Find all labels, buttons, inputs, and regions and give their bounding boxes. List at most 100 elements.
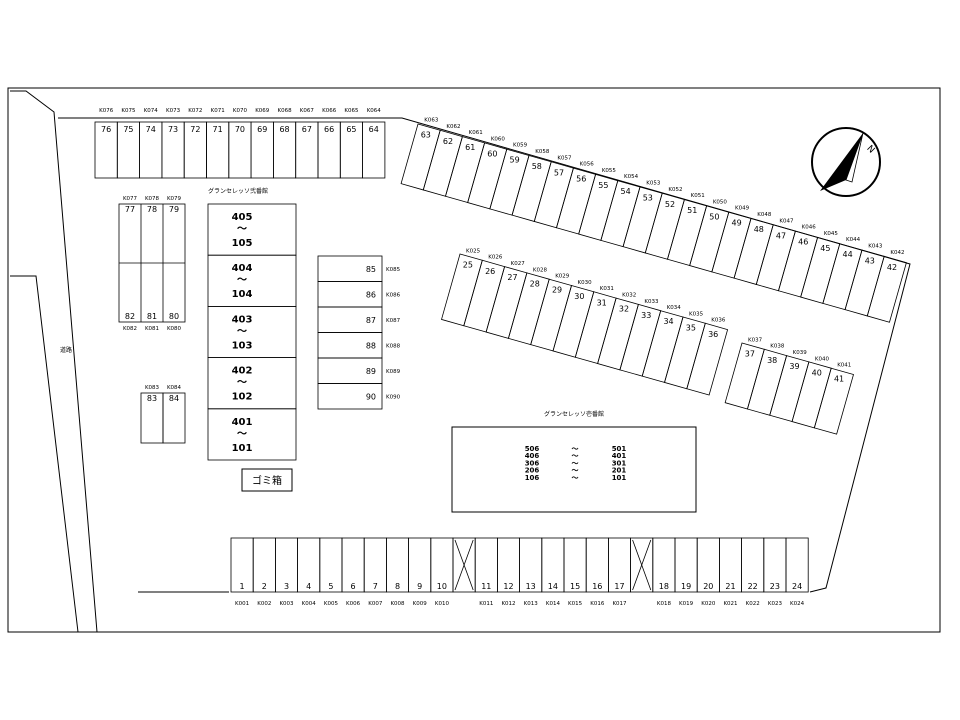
floor-left: 306 [525, 459, 540, 467]
floor-right: 201 [612, 467, 627, 475]
space-number: 67 [302, 125, 312, 134]
building-a-label: グランセレッソ弐番館 [208, 187, 268, 195]
space-number: 89 [366, 367, 376, 376]
space-code: K060 [491, 136, 506, 142]
floor-left: 406 [525, 452, 540, 460]
space-code: K047 [779, 218, 794, 224]
unit-top: 402 [232, 366, 253, 377]
space-code: K081 [145, 326, 159, 332]
space-code: K033 [644, 299, 659, 305]
unit-top: 404 [232, 263, 253, 274]
building-b-label: グランセレッソ壱番館 [544, 410, 604, 418]
space-code: K051 [691, 193, 705, 199]
space-code: K040 [815, 356, 830, 362]
space-number: 63 [421, 131, 431, 140]
space-number: 77 [125, 205, 135, 214]
space-number: 57 [554, 168, 564, 177]
space-code: K068 [277, 108, 292, 114]
space-number: 54 [621, 187, 631, 196]
space-code: K090 [386, 394, 401, 400]
space-number: 59 [510, 156, 520, 165]
unit-sep: ～ [237, 326, 247, 337]
space-number: 24 [792, 582, 802, 591]
floor-sep: ～ [572, 452, 579, 460]
unit-bottom: 104 [232, 289, 253, 300]
space-number: 23 [770, 582, 780, 591]
space-code: K042 [890, 250, 904, 256]
space-number: 8 [395, 582, 400, 591]
space-code: K052 [668, 187, 682, 193]
space-number: 5 [328, 582, 333, 591]
space-code: K066 [322, 108, 337, 114]
space-code: K059 [513, 143, 528, 149]
space-number: 73 [168, 125, 178, 134]
space-code: K048 [757, 212, 772, 218]
space-code: K070 [233, 108, 248, 114]
space-code: K056 [580, 162, 595, 168]
space-number: 22 [748, 582, 758, 591]
space-code: K069 [255, 108, 270, 114]
space-number: 88 [366, 341, 376, 350]
lot-boundary [58, 117, 911, 589]
space-number: 9 [417, 582, 422, 591]
space-code: K017 [612, 601, 627, 607]
space-number: 40 [812, 368, 822, 377]
space-number: 1 [240, 582, 245, 591]
space-number: 25 [463, 261, 473, 270]
space-code: K073 [166, 108, 181, 114]
space-code: K025 [466, 248, 481, 254]
parking-row-top: 76K07675K07574K07473K07372K07271K07170K0… [94, 108, 386, 179]
space-code: K088 [386, 343, 401, 349]
space-code: K087 [386, 318, 401, 324]
space-code: K023 [768, 601, 783, 607]
space-number: 69 [257, 125, 267, 134]
space-code: K016 [590, 601, 605, 607]
space-code: K065 [344, 108, 359, 114]
space-number: 42 [887, 263, 897, 272]
space-number: 10 [437, 582, 447, 591]
space-code: K021 [723, 601, 737, 607]
space-code: K019 [679, 601, 694, 607]
space-number: 61 [465, 143, 475, 152]
space-code: K078 [145, 196, 160, 202]
space-number: 84 [169, 394, 179, 403]
space-number: 71 [213, 125, 223, 134]
space-code: K005 [324, 601, 339, 607]
north-arrow-icon: N [811, 127, 881, 197]
space-code: K054 [624, 174, 639, 180]
space-code: K082 [123, 326, 137, 332]
space-code: K075 [121, 108, 136, 114]
space-number: 47 [776, 231, 786, 240]
space-code: K089 [386, 369, 401, 375]
space-code: K058 [535, 149, 550, 155]
space-number: 18 [659, 582, 669, 591]
space-number: 43 [865, 257, 875, 266]
space-code: K039 [793, 350, 808, 356]
space-code: K027 [511, 261, 526, 267]
parking-space [866, 255, 907, 323]
space-number: 38 [767, 356, 777, 365]
floor-left: 106 [525, 474, 540, 482]
space-number: 79 [169, 205, 179, 214]
space-code: K034 [667, 305, 682, 311]
space-number: 36 [708, 330, 718, 339]
space-number: 56 [576, 175, 586, 184]
space-code: K004 [302, 601, 317, 607]
floor-sep: ～ [572, 459, 579, 467]
space-number: 65 [346, 125, 356, 134]
space-code: K046 [802, 225, 817, 231]
unit-bottom: 102 [232, 392, 253, 403]
parking-row-middle: 25K02526K02627K02728K02829K02930K03031K0… [441, 248, 729, 396]
parking-space [813, 367, 854, 435]
space-number: 16 [592, 582, 602, 591]
space-code: K063 [424, 117, 439, 123]
unit-sep: ～ [237, 429, 247, 440]
north-label: N [864, 144, 876, 156]
space-code: K006 [346, 601, 361, 607]
space-code: K002 [257, 601, 271, 607]
space-number: 6 [351, 582, 356, 591]
space-code: K045 [824, 231, 839, 237]
space-number: 11 [481, 582, 491, 591]
